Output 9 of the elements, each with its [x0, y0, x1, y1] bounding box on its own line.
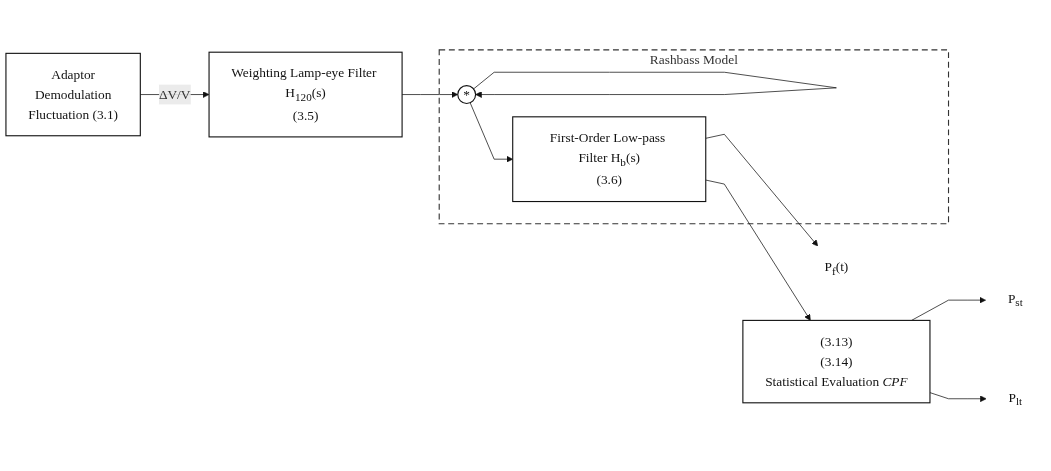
node-box [5, 52, 141, 137]
node-text: P$_{f}$(t) [824, 259, 849, 277]
node-box [742, 319, 931, 404]
node-text: P$_{st}$ [1007, 291, 1023, 309]
cluster [438, 49, 950, 225]
node-text: P$_{lt}$ [1008, 389, 1023, 408]
node-box [512, 116, 707, 203]
node-circle [457, 85, 477, 104]
node-box [208, 51, 403, 138]
